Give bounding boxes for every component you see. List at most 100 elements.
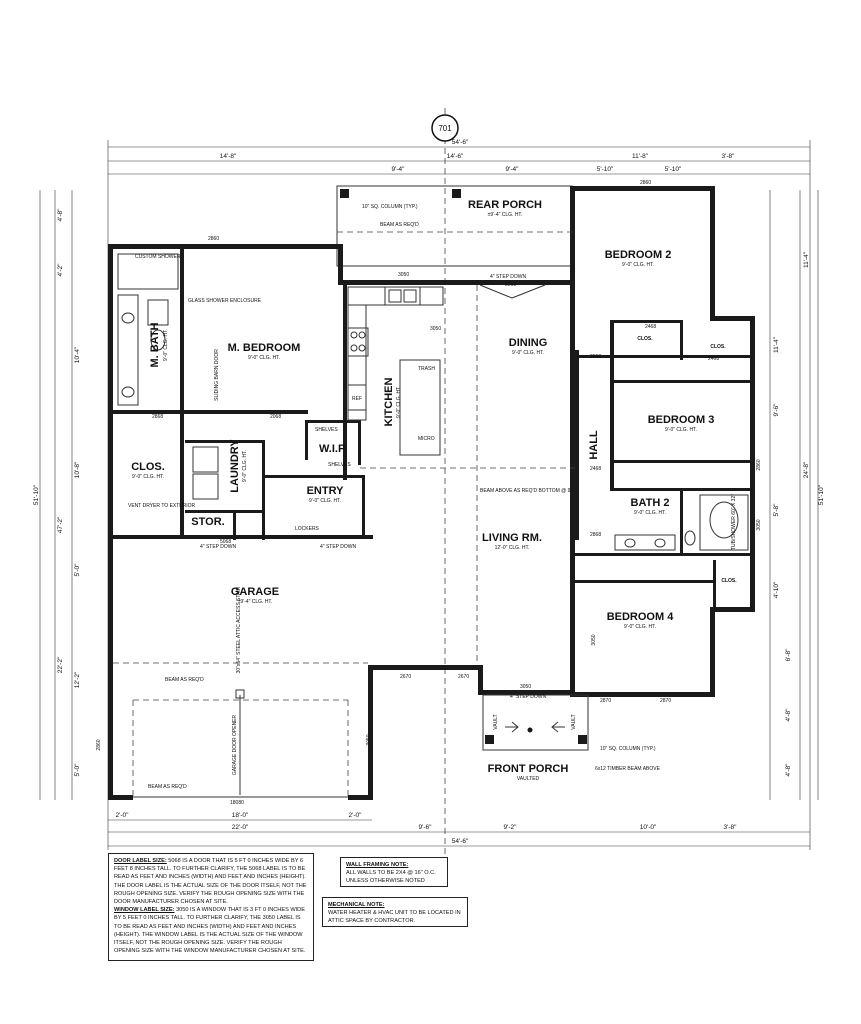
callout-vent-dryer: VENT DRYER TO EXTERIOR <box>128 503 196 509</box>
room-laundry: LAUNDRY <box>229 439 241 493</box>
room-m-bath-sub: 9'-0" CLG. HT. <box>163 329 169 361</box>
room-wip: W.I.P. <box>319 443 347 455</box>
dim-bottom-3: 9'-2" <box>504 824 518 831</box>
dim-top-1: 14'-8" <box>220 153 237 160</box>
mech-note-title: MECHANICAL NOTE: <box>328 902 385 908</box>
door-label: 2860 <box>96 739 102 750</box>
callout-ref: REF <box>352 396 362 402</box>
callout-micro: MICRO <box>418 436 435 442</box>
door-label: 3050 <box>591 634 597 645</box>
section-marker-label: 701 <box>438 124 452 133</box>
callout-beam-garage: BEAM AS REQ'D <box>165 677 204 683</box>
room-dining: DINING <box>509 337 548 349</box>
door-label: 2868 <box>590 532 601 538</box>
room-stor: STOR. <box>191 516 224 528</box>
callout-step-down-1: 4" STEP DOWN <box>200 544 237 550</box>
callout-glass-shower: GLASS SHOWER ENCLOSURE <box>188 298 262 304</box>
door-label: 2670 <box>400 674 411 680</box>
callouts: 10" SQ. COLUMN (TYP.) BEAM AS REQ'D CUST… <box>128 204 737 790</box>
room-bedroom3-sub: 9'-0" CLG. HT. <box>665 427 697 433</box>
callout-sliding-door: SLIDING BARN DOOR <box>214 349 220 401</box>
room-bedroom3: BEDROOM 3 <box>648 414 715 426</box>
fixtures <box>113 189 749 795</box>
door-label: 2468 <box>708 356 719 362</box>
dim-overall-left: 51'-10" <box>33 484 40 505</box>
room-clos-main: CLOS. <box>131 461 165 473</box>
room-rear-porch: REAR PORCH <box>468 199 542 211</box>
door-label: 2468 <box>590 466 601 472</box>
room-clos-b: CLOS. <box>710 344 726 350</box>
dim-overall-bottom: 54'-6" <box>452 838 469 845</box>
callout-tub: TUB/SHOWER 60" X 32" <box>731 494 737 550</box>
room-kitchen-sub: 9'-0" CLG. HT. <box>396 386 402 418</box>
room-entry-sub: 9'-0" CLG. HT. <box>309 498 341 504</box>
dim-top-4: 3'-8" <box>722 153 736 160</box>
wall-note-text: ALL WALLS TO BE 2X4 @ 16" O.C. UNLESS OT… <box>346 870 436 885</box>
room-labels: REAR PORCH ±9'-4" CLG. HT. BEDROOM 2 9'-… <box>131 199 737 782</box>
section-marker: 701 <box>431 108 459 860</box>
room-kitchen: KITCHEN <box>383 378 395 427</box>
door-label-title: DOOR LABEL SIZE: <box>114 858 167 864</box>
door-label: 2860 <box>756 459 762 470</box>
room-living-sub: 12'-0" CLG. HT. <box>495 545 530 551</box>
callout-lockers: LOCKERS <box>295 526 320 532</box>
dim-bottom-4: 10'-0" <box>640 824 657 831</box>
dim-right-5: 5'-8" <box>773 503 780 517</box>
dim-left-8: 22'-2" <box>57 656 64 673</box>
room-garage: GARAGE <box>231 586 279 598</box>
door-label: 3050 <box>430 326 441 332</box>
dim-top2-1: 9'-4" <box>392 166 406 173</box>
dim-top2-2: 9'-4" <box>506 166 520 173</box>
dim-right-2: 9'-6" <box>773 403 780 417</box>
dim-left-4: 10'-8" <box>74 461 81 478</box>
dim-top-2: 14'-6" <box>447 153 464 160</box>
room-m-bedroom-sub: 9'-0" CLG. HT. <box>248 355 280 361</box>
callout-step-down-2: 4" STEP DOWN <box>320 544 357 550</box>
callout-beam-garage2: BEAM AS REQ'D <box>148 784 187 790</box>
door-label: 5068 <box>220 539 231 545</box>
room-bedroom2-sub: 9'-0" CLG. HT. <box>622 262 654 268</box>
door-label: 2468 <box>645 324 656 330</box>
door-label: 3050 <box>366 734 372 745</box>
dim-left-3: 10'-4" <box>74 346 81 363</box>
dim-left-2: 4'-2" <box>57 263 64 277</box>
room-clos-c: CLOS. <box>721 578 737 584</box>
callout-column-top: 10" SQ. COLUMN (TYP.) <box>362 204 418 210</box>
callout-vault-r: VAULT <box>571 714 577 729</box>
dim-overall-right: 51'-10" <box>818 484 825 505</box>
room-bath2-sub: 9'-0" CLG. HT. <box>634 510 666 516</box>
dim-left-6: 5'-0" <box>74 563 81 577</box>
callout-attic-access: 30"x54" STEEL ATTIC ACCESS STAIR <box>236 586 242 673</box>
dim-right-1: 11'-4" <box>803 251 810 268</box>
dim-right-4: 24'-8" <box>803 461 810 478</box>
room-bedroom4: BEDROOM 4 <box>607 611 675 623</box>
dim-right-9: 4'-8" <box>785 763 792 777</box>
callout-garage-opener: GARAGE DOOR OPENER <box>232 714 238 775</box>
dim-top2-4: 5'-10" <box>665 166 682 173</box>
room-bath2: BATH 2 <box>631 497 670 509</box>
dim-bottom-small-1: 2'-0" <box>116 812 130 819</box>
door-label: 2868 <box>152 414 163 420</box>
room-hall: HALL <box>588 430 600 460</box>
door-label: 2860 <box>640 180 651 186</box>
callout-beam-living: BEAM ABOVE AS REQ'D BOTTOM @ 9' <box>480 488 571 494</box>
dim-bottom-2: 9'-6" <box>419 824 433 831</box>
door-label: 2860 <box>208 236 219 242</box>
door-label: 3050 <box>398 272 409 278</box>
door-label: 5068 <box>505 282 516 288</box>
dim-bottom-small-3: 2'-0" <box>349 812 363 819</box>
door-label: 2670 <box>458 674 469 680</box>
dim-bottom-small-2: 18'-0" <box>232 812 249 819</box>
dim-right-7: 6'-8" <box>785 648 792 662</box>
room-m-bath: M. BATH <box>149 322 161 367</box>
callout-step-down-4: 4" STEP DOWN <box>510 694 547 700</box>
callout-column-front: 10" SQ. COLUMN (TYP.) <box>600 746 656 752</box>
exterior-walls <box>108 185 755 800</box>
dim-top2-3: 5'-10" <box>597 166 614 173</box>
mech-note-text: WATER HEATER & HVAC UNIT TO BE LOCATED I… <box>328 910 461 925</box>
door-window-label-note: DOOR LABEL SIZE: 5068 IS A DOOR THAT IS … <box>108 853 314 961</box>
door-window-labels: 2860 2860 5068 3050 3050 2468 2468 2868 … <box>96 180 762 806</box>
callout-beam-top: BEAM AS REQ'D <box>380 222 419 228</box>
callout-custom-shower: CUSTOM SHOWER <box>135 254 181 260</box>
room-living: LIVING RM. <box>482 532 542 544</box>
